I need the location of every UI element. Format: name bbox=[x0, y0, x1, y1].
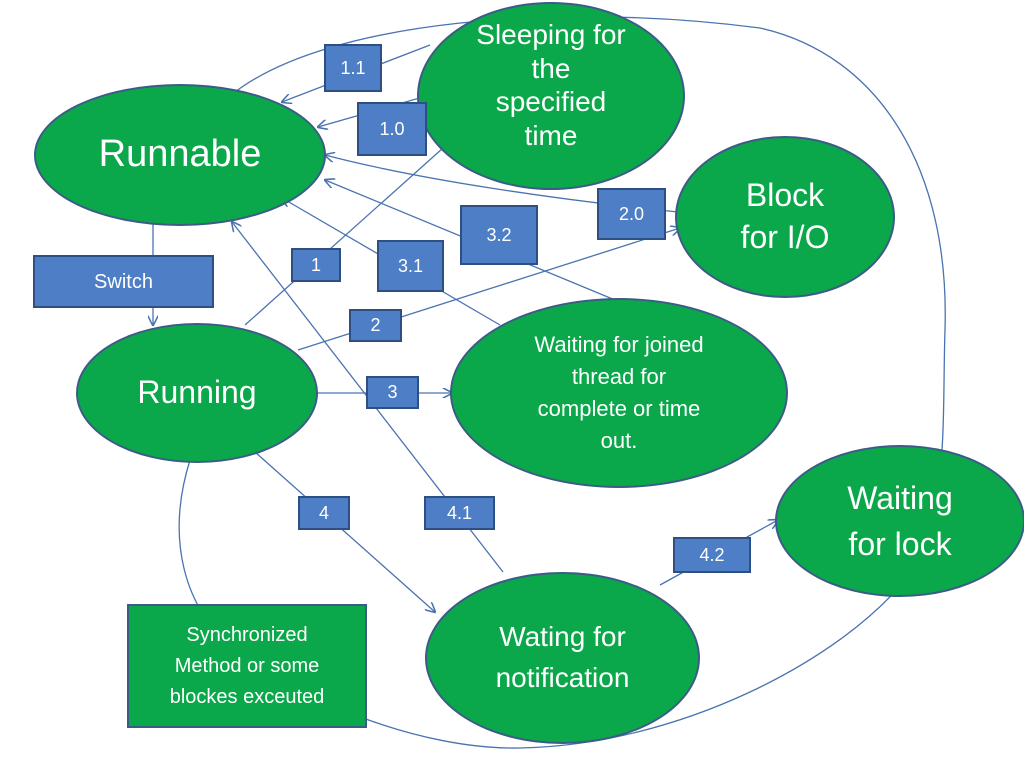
state-waiting-join-label: Waiting for joined thread for complete o… bbox=[534, 332, 704, 453]
transition-4-1-text: 4.1 bbox=[446, 502, 473, 523]
switch-label-box: Switch bbox=[33, 255, 214, 308]
state-waiting-notification[interactable]: Wating for notification bbox=[425, 572, 700, 744]
transition-1-1-text: 1.1 bbox=[340, 57, 366, 78]
state-waiting-lock[interactable]: Waiting for lock bbox=[775, 445, 1024, 597]
transition-3-1-text: 3.1 bbox=[397, 255, 424, 276]
state-waiting-lock-label: Waiting for lock bbox=[847, 479, 953, 562]
transition-4-2-text: 4.2 bbox=[699, 544, 725, 565]
state-waiting-join[interactable]: Waiting for joined thread for complete o… bbox=[450, 298, 788, 488]
synchronized-note: Synchronized Method or some blockes exce… bbox=[127, 604, 367, 728]
transition-1-text: 1 bbox=[310, 254, 321, 275]
state-runnable[interactable]: Runnable bbox=[34, 84, 326, 226]
transition-label-1-0: 1.0 bbox=[357, 102, 427, 156]
transition-label-4: 4 bbox=[298, 496, 350, 530]
transition-label-2: 2 bbox=[349, 309, 402, 342]
state-sleeping-label: Sleeping for the specified time bbox=[476, 19, 626, 151]
switch-label: Switch bbox=[94, 271, 153, 293]
state-runnable-label: Runnable bbox=[98, 133, 262, 176]
transition-label-1-1: 1.1 bbox=[324, 44, 382, 92]
state-sleeping[interactable]: Sleeping for the specified time bbox=[417, 2, 685, 190]
transition-3-2-text: 3.2 bbox=[486, 224, 512, 245]
transition-label-3: 3 bbox=[366, 376, 419, 409]
transition-label-2-0: 2.0 bbox=[597, 188, 666, 240]
transition-label-4-1: 4.1 bbox=[424, 496, 495, 530]
state-running[interactable]: Running bbox=[76, 323, 318, 463]
synchronized-note-text: Synchronized Method or some blockes exce… bbox=[169, 623, 325, 708]
transition-label-4-2: 4.2 bbox=[673, 537, 751, 573]
state-block-io-label: Block for I/O bbox=[740, 177, 830, 255]
state-running-label: Running bbox=[137, 374, 257, 411]
transition-4-text: 4 bbox=[318, 502, 329, 523]
state-waiting-notification-label: Wating for notification bbox=[495, 621, 630, 693]
transition-3-text: 3 bbox=[387, 382, 398, 402]
transition-1-0-text: 1.0 bbox=[379, 118, 405, 139]
transition-label-3-1: 3.1 bbox=[377, 240, 444, 292]
edge-1 bbox=[244, 140, 452, 326]
edge-4 bbox=[254, 451, 435, 612]
transition-2-text: 2 bbox=[370, 315, 381, 335]
transition-label-3-2: 3.2 bbox=[460, 205, 538, 265]
transition-label-1: 1 bbox=[291, 248, 341, 282]
state-block-io[interactable]: Block for I/O bbox=[675, 136, 895, 298]
transition-2-0-text: 2.0 bbox=[618, 203, 645, 224]
